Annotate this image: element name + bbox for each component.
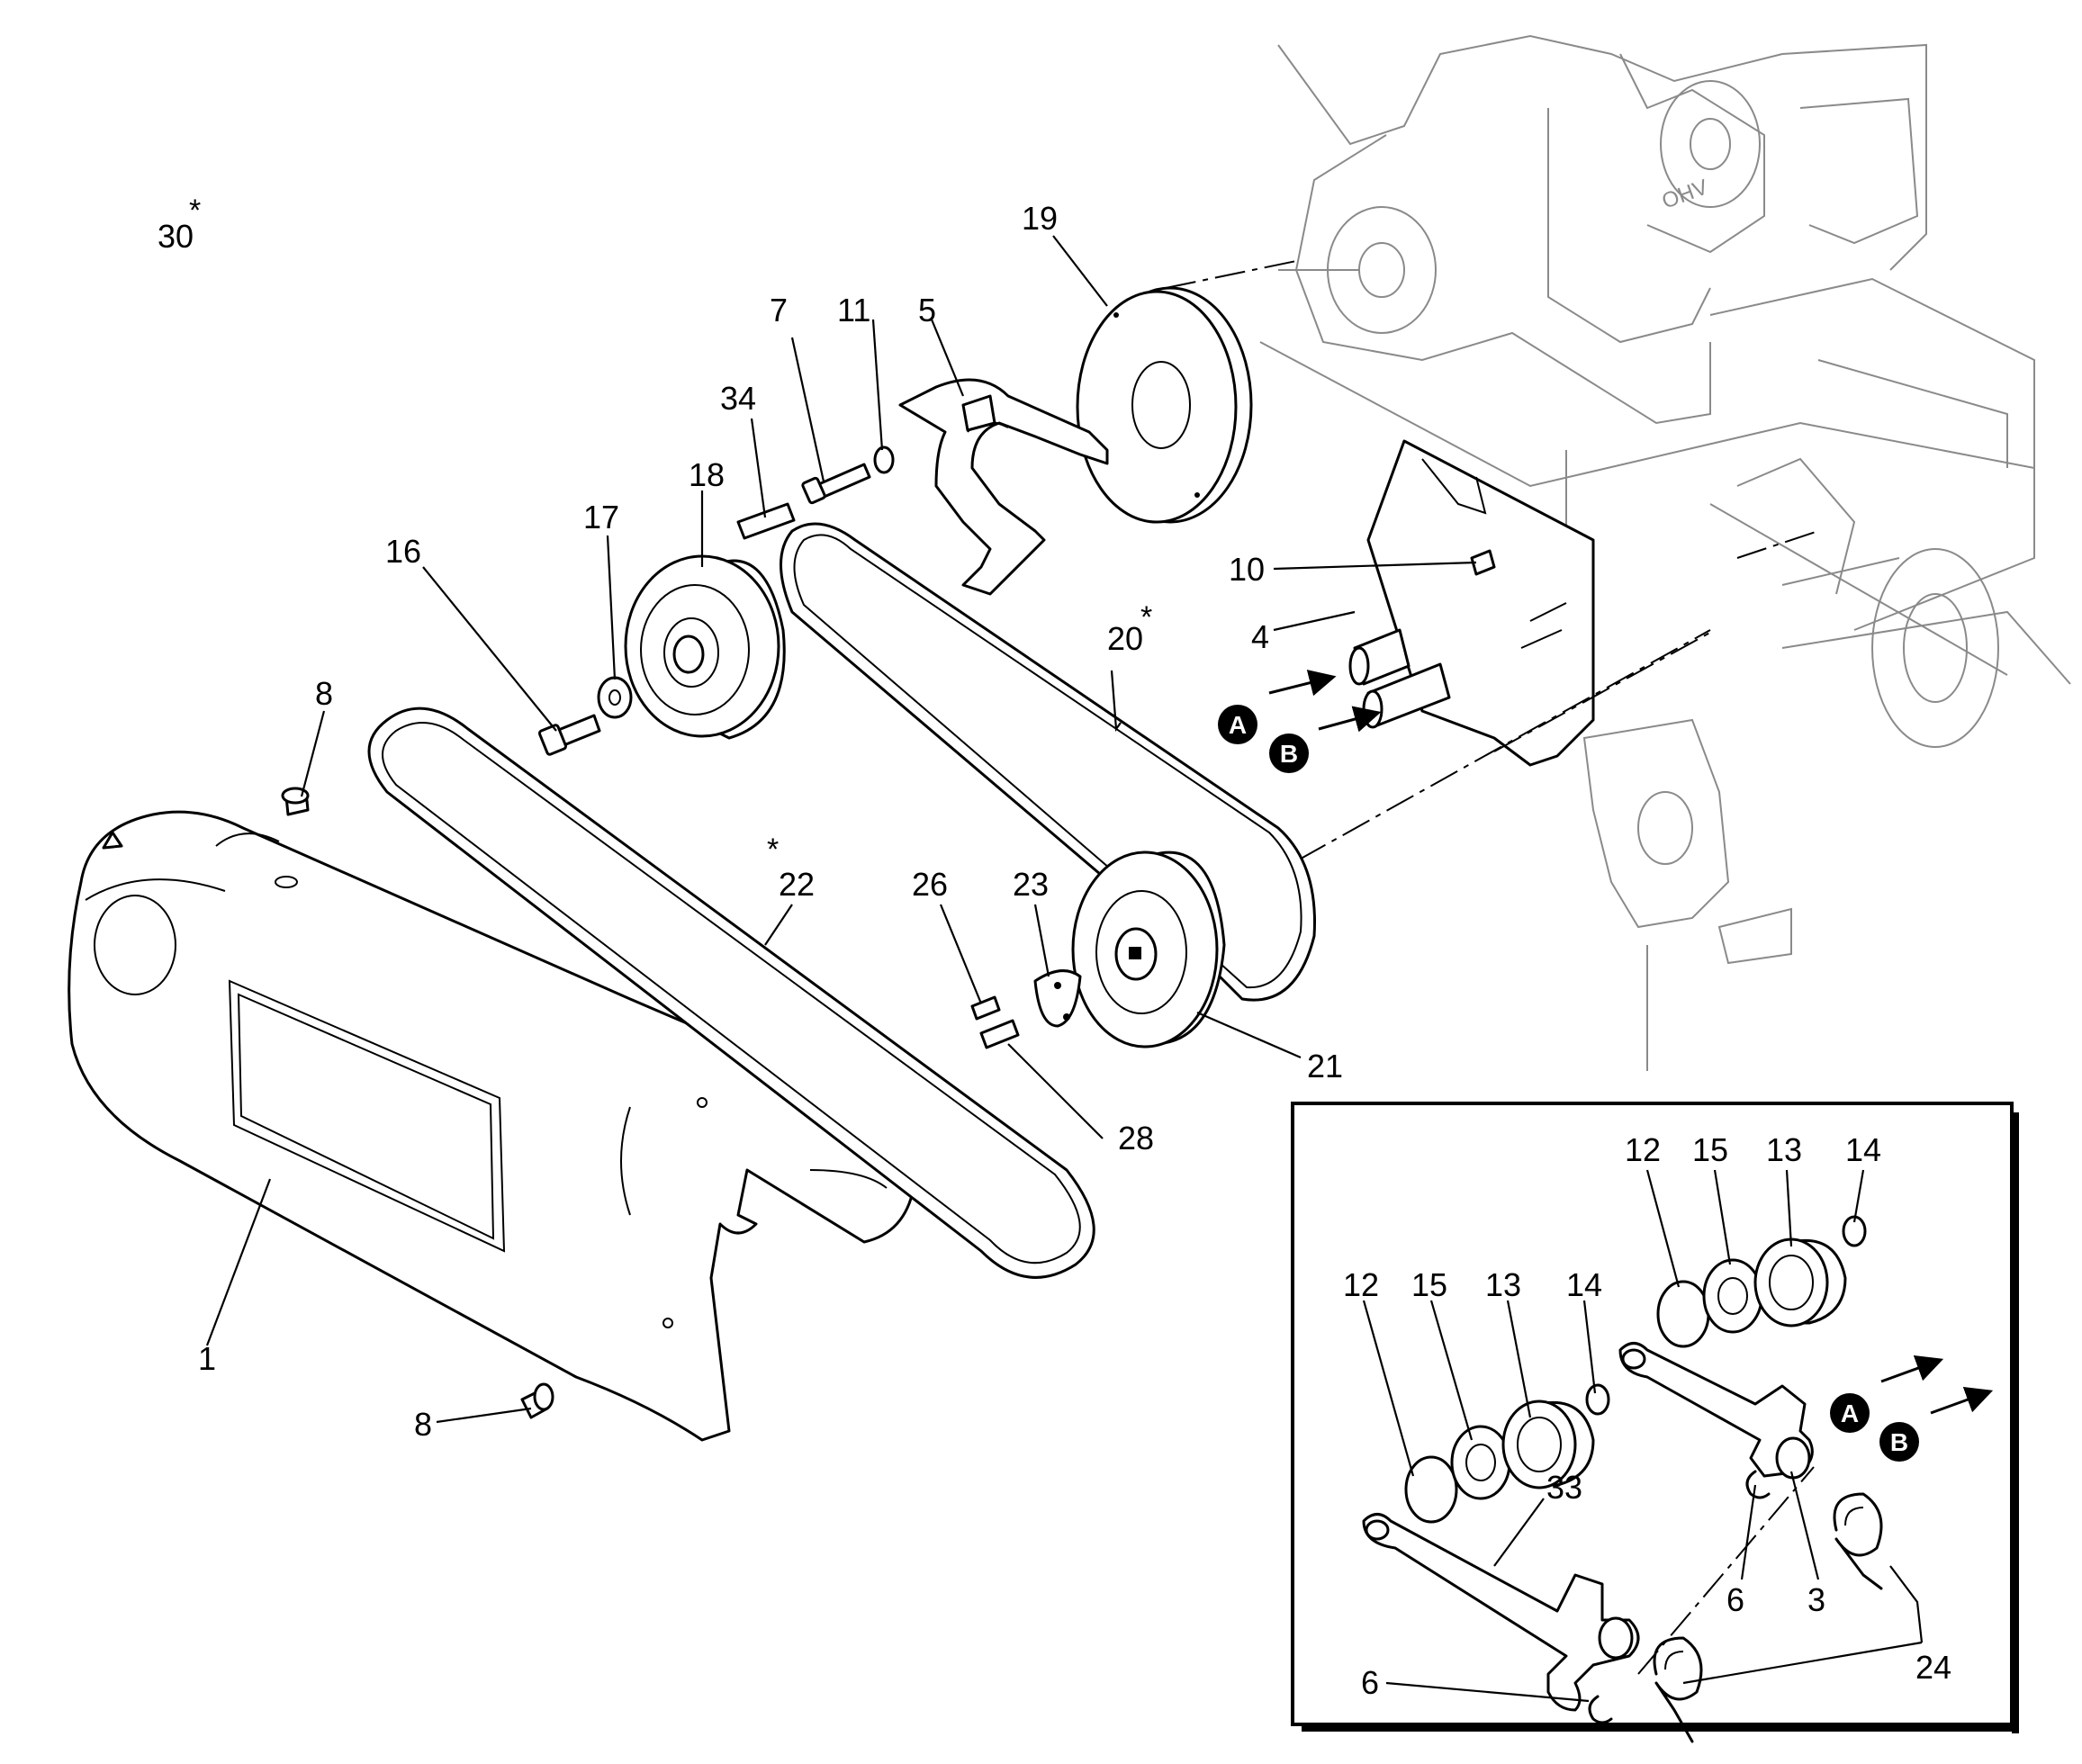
inset-center-line [1637, 1466, 1815, 1675]
pulley-21 [1071, 850, 1226, 1048]
bolt-7 [801, 463, 871, 505]
callout-19: 19 [1022, 200, 1058, 237]
callout-13-lower: 13 [1485, 1266, 1521, 1303]
inset-eclip-6-lower [1588, 1695, 1613, 1724]
callout-15-upper: 15 [1692, 1131, 1728, 1168]
inset-ring-12-upper [1656, 1280, 1710, 1348]
callout-15-lower: 15 [1411, 1266, 1447, 1303]
drive-belt-22 [367, 706, 1095, 1279]
belt-cover [68, 810, 916, 1442]
svg-text:A: A [1229, 711, 1247, 739]
callout-14-upper: 14 [1845, 1131, 1881, 1168]
bolt-16 [537, 714, 601, 756]
callout-18: 18 [689, 456, 725, 493]
callout-12-lower: 12 [1343, 1266, 1379, 1303]
callout-labels: 30 * 19 7 11 5 34 18 17 16 10 4 20 * 8 *… [158, 194, 1951, 1701]
callout-6-lower: 6 [1361, 1664, 1379, 1701]
assembly-center-lines [1165, 260, 1819, 910]
svg-text:A: A [1841, 1400, 1859, 1427]
callout-23: 23 [1013, 866, 1049, 903]
callout-26: 26 [912, 866, 948, 903]
inset-bushing-13-lower [1501, 1400, 1595, 1490]
svg-text:B: B [1890, 1428, 1908, 1456]
inset-eclip-6-upper [1745, 1470, 1771, 1499]
callout-17: 17 [583, 499, 619, 536]
callout-3: 3 [1807, 1581, 1825, 1618]
callout-4: 4 [1251, 618, 1269, 655]
screw-28 [979, 1019, 1020, 1049]
ref-marker-b-main: B [1269, 706, 1382, 773]
inset-spring-24-right [1833, 1492, 1883, 1590]
callout-10: 10 [1229, 551, 1265, 588]
asterisk-30: * [189, 194, 201, 228]
asterisk-22: * [767, 832, 779, 867]
callout-12-upper: 12 [1625, 1131, 1661, 1168]
key-34 [736, 502, 796, 540]
ref-marker-b-inset: B [1879, 1387, 1994, 1462]
pivot-pin-upper [1348, 628, 1411, 686]
washer-11 [873, 446, 895, 474]
callout-22: 22 [779, 866, 815, 903]
bolt-10 [1470, 549, 1496, 576]
drive-belt-20 [780, 522, 1316, 1002]
callout-8-lower: 8 [414, 1406, 432, 1443]
callout-28: 28 [1118, 1120, 1154, 1156]
inset-bushing-13-upper [1753, 1238, 1847, 1328]
leader-lines [205, 235, 1924, 1703]
inset-bearing-15-upper [1702, 1258, 1763, 1334]
asterisk-20: * [1140, 600, 1152, 634]
drive-pulley-18 [624, 554, 786, 740]
tension-bracket-5 [898, 378, 1109, 596]
washer-17 [597, 676, 633, 719]
callout-21: 21 [1307, 1048, 1343, 1084]
callout-34: 34 [720, 380, 756, 417]
engine-frame-illustration: OHV [1259, 34, 2071, 1071]
callout-33: 33 [1546, 1469, 1582, 1506]
callout-16: 16 [385, 533, 421, 570]
callout-1: 1 [198, 1340, 216, 1377]
callout-24: 24 [1915, 1649, 1951, 1686]
inset-clip-14-lower [1585, 1383, 1610, 1416]
svg-text:B: B [1280, 740, 1298, 768]
ref-marker-a-inset: A [1830, 1355, 1944, 1433]
inset-ring-12-lower [1404, 1455, 1458, 1524]
callout-30: 30 [158, 218, 194, 255]
callout-11: 11 [837, 292, 870, 328]
inset-arm-3 [1618, 1342, 1814, 1480]
screw-8-upper [281, 787, 310, 816]
callout-20: 20 [1107, 620, 1143, 657]
plate-23 [1033, 969, 1082, 1028]
callout-7: 7 [770, 292, 788, 328]
inset-panel [1291, 1102, 2019, 1733]
engine-ohv-label: OHV [1659, 175, 1711, 213]
callout-13-upper: 13 [1766, 1131, 1802, 1168]
callout-8-upper: 8 [315, 675, 333, 712]
callout-5: 5 [918, 292, 936, 328]
ref-marker-a-main: A [1218, 670, 1337, 744]
pulley-disc-19 [1076, 286, 1253, 524]
inset-arm-33 [1362, 1513, 1640, 1712]
screw-8-lower [520, 1382, 554, 1419]
screw-26 [970, 995, 1001, 1021]
callout-14-lower: 14 [1566, 1266, 1602, 1303]
inset-spring-24-left [1653, 1636, 1703, 1743]
callout-6-upper: 6 [1726, 1581, 1744, 1618]
inset-bearing-15-lower [1450, 1425, 1511, 1500]
